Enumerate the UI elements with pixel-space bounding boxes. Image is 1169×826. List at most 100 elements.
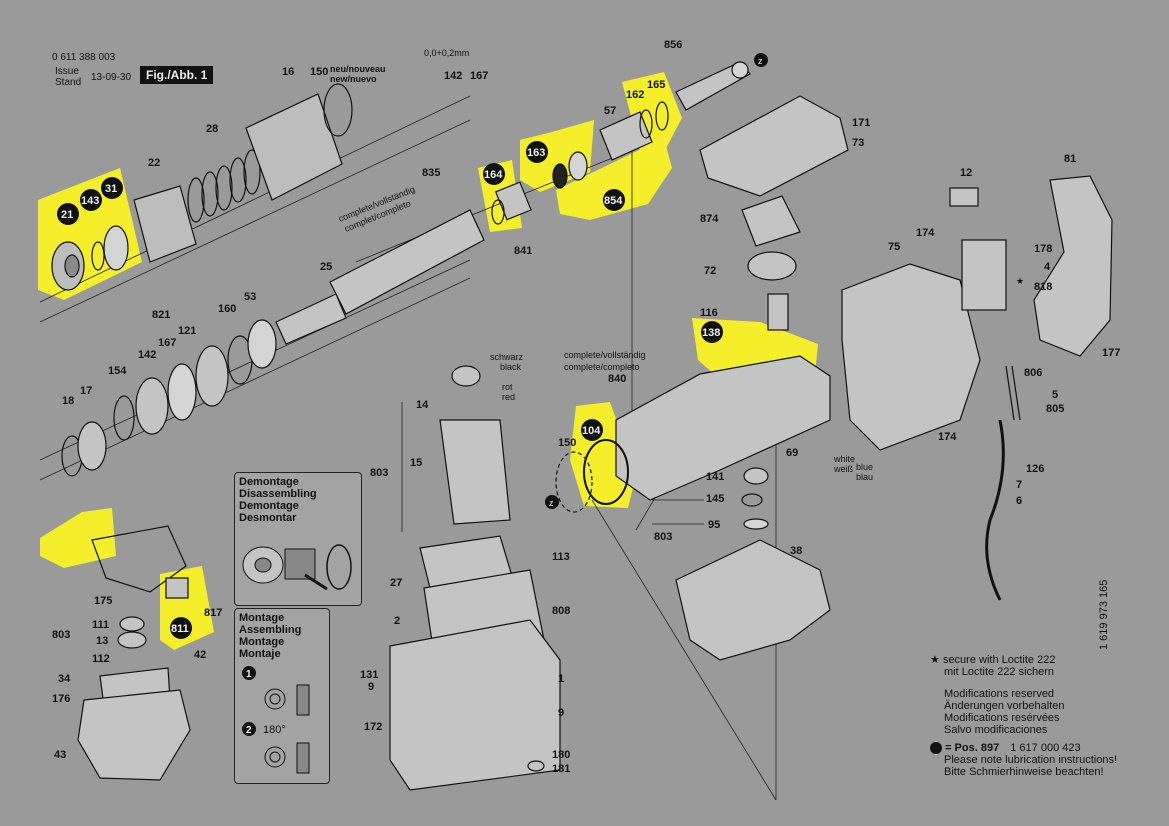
callout-806: 806 <box>1024 367 1042 379</box>
montage-line-4: Montaje <box>239 648 281 660</box>
callout-803c: 803 <box>52 629 70 641</box>
callout-9b: 9 <box>558 707 564 719</box>
pos-label: = Pos. 897 <box>945 742 1000 754</box>
callout-167a: 167 <box>470 70 488 82</box>
callout-5: 5 <box>1052 389 1058 401</box>
callout-163: 163 <box>527 147 545 159</box>
callout-12: 12 <box>960 167 972 179</box>
callout-126: 126 <box>1026 463 1044 475</box>
part-95-washer <box>743 518 769 530</box>
callout-841: 841 <box>514 245 532 257</box>
upper-housing <box>555 95 849 513</box>
label-tolerance: 0,0+0,2mm <box>424 48 469 58</box>
callout-180: 180 <box>552 749 570 761</box>
callout-808: 808 <box>552 605 570 617</box>
callout-145: 145 <box>706 493 724 505</box>
label-new: new/nuevo <box>330 74 377 84</box>
star-818: ★ <box>1016 276 1024 286</box>
callout-167b: 167 <box>158 337 176 349</box>
pos-dot-icon <box>930 742 942 755</box>
callout-9a: 9 <box>368 681 374 693</box>
callout-142b: 142 <box>138 349 156 361</box>
label-complete-2: complete/vollständig <box>564 350 646 360</box>
part-145-clip <box>741 493 763 507</box>
demontage-illustration <box>242 544 352 591</box>
callout-142a: 142 <box>444 70 462 82</box>
part-142-bearing <box>135 377 169 435</box>
part-57-piston <box>599 111 653 161</box>
header-date: 13-09-30 <box>91 72 132 83</box>
notes-block: ★ secure with Loctite 222 mit Loctite 22… <box>930 654 1117 778</box>
callout-817: 817 <box>204 607 222 619</box>
circle-callouts: 21 143 31 164 163 854 138 104 811 <box>57 141 723 639</box>
callout-4: 4 <box>1044 261 1051 273</box>
callout-165: 165 <box>647 79 665 91</box>
demontage-line-2: Disassembling <box>239 488 317 500</box>
spindle-group <box>275 61 751 345</box>
callout-154: 154 <box>108 365 127 377</box>
part-150-oring-top <box>323 83 353 137</box>
callout-42: 42 <box>194 649 206 661</box>
callout-13: 13 <box>96 635 108 647</box>
callout-174b: 174 <box>938 431 957 443</box>
part-150-oring-mid <box>555 451 593 513</box>
callout-25: 25 <box>320 261 332 273</box>
label-complete-2b: complete/completo <box>564 362 640 372</box>
part-22-sleeve <box>133 185 197 263</box>
montage-line-3: Montage <box>239 636 285 648</box>
pos-part: 1 617 000 423 <box>1010 742 1081 754</box>
part-53-ring <box>247 319 277 369</box>
callout-141: 141 <box>706 471 724 483</box>
note-loctite-en-text: secure with Loctite 222 <box>942 654 1056 666</box>
montage-line-1: Montage <box>239 612 285 624</box>
part-164-seal <box>491 199 505 225</box>
callout-7: 7 <box>1016 479 1022 491</box>
label-blue: blue <box>856 462 873 472</box>
callout-874: 874 <box>700 213 719 225</box>
header-issue-label: Issue <box>55 66 79 77</box>
note-lub-1: Please note lubrication instructions! <box>944 754 1118 767</box>
part-43-cover <box>77 689 191 781</box>
callout-111: 111 <box>92 619 109 631</box>
part-856-rod-eye <box>731 61 749 79</box>
callout-160: 160 <box>218 303 236 315</box>
part-116-bushing <box>767 293 789 331</box>
z-marker-top: z <box>758 56 763 66</box>
part-805-wires <box>1005 365 1021 421</box>
callout-162: 162 <box>626 89 644 101</box>
montage-illustration: 1 2 180° <box>242 666 310 774</box>
callout-38: 38 <box>790 545 802 557</box>
part-1-motor-housing <box>389 619 561 791</box>
label-schwarz: schwarz <box>490 352 524 362</box>
callout-28: 28 <box>206 123 218 135</box>
callout-121: 121 <box>178 325 196 337</box>
demontage-line-4: Desmontar <box>239 512 297 524</box>
callout-14: 14 <box>416 399 429 411</box>
motor-group <box>389 365 561 791</box>
callout-75: 75 <box>888 241 900 253</box>
callout-53: 53 <box>244 291 256 303</box>
callout-164: 164 <box>484 169 503 181</box>
callout-175: 175 <box>94 595 112 607</box>
part-31-washer <box>103 225 129 271</box>
callout-15: 15 <box>410 457 422 469</box>
demontage-line-3: Demontage <box>239 500 299 512</box>
part-854-washer <box>568 151 588 181</box>
callout-6: 6 <box>1016 495 1022 507</box>
note-mod-4: Salvo modificaciones <box>944 724 1048 736</box>
part-12-capacitor <box>949 187 979 207</box>
callout-31: 31 <box>105 183 117 195</box>
callout-69: 69 <box>786 447 798 459</box>
callout-17: 17 <box>80 385 92 397</box>
callout-81: 81 <box>1064 153 1076 165</box>
note-pos: = Pos. 897 1 617 000 423 <box>930 742 1117 755</box>
part-6-cable <box>985 419 1005 601</box>
montage-angle: 180° <box>263 724 286 736</box>
label-blau: blau <box>856 472 873 482</box>
highlight-front-parts <box>38 168 142 300</box>
callout-27: 27 <box>390 577 402 589</box>
part-14-bearing <box>451 365 481 387</box>
callout-73: 73 <box>852 137 864 149</box>
callout-150a: 150 <box>310 66 328 78</box>
callout-21: 21 <box>61 209 73 221</box>
